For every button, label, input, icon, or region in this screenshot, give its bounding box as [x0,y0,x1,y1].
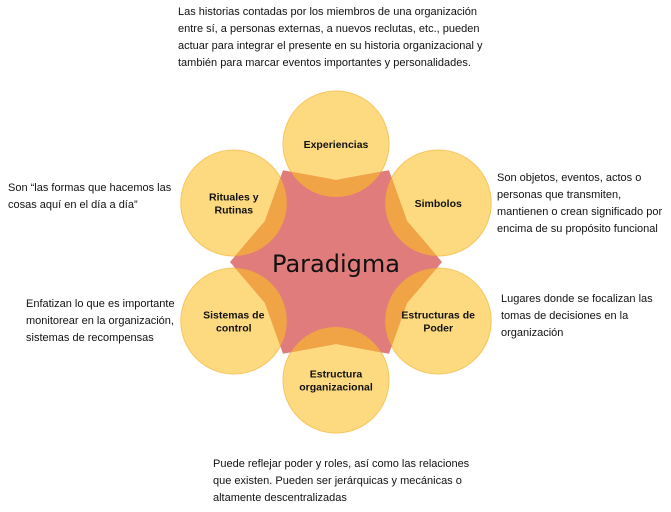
node-label-line: Rituales y [209,192,259,204]
note-sistemas-de-control: Enfatizan lo que es importante monitorea… [26,298,175,345]
node-label-line: organizacional [299,382,373,394]
node-label-line: control [216,323,252,335]
node-label-line: Sistemas de [203,310,264,322]
note-rituales-y-rutinas: Son “las formas que hacemos las cosas aq… [8,182,172,212]
node-label-line: Estructuras de [401,310,475,322]
node-label-line: Poder [423,323,453,335]
node-label-experiencias: Experiencias [304,139,369,151]
note-simbolos: Son objetos, eventos, actos o personas q… [497,172,663,236]
node-label-line: Rutinas [215,205,254,217]
node-label-line: Simbolos [415,198,462,210]
note-estructura-organizacional: Puede reflejar poder y roles, así como l… [213,458,470,505]
paradigma-center-label: Paradigma [272,250,400,278]
node-label-line: Experiencias [304,139,369,151]
node-label-line: Estructura [310,369,363,381]
note-experiencias: Las historias contadas por los miembros … [178,6,483,70]
note-estructuras-de-poder: Lugares donde se focalizan las tomas de … [501,293,653,340]
node-label-simbolos: Simbolos [415,198,462,210]
